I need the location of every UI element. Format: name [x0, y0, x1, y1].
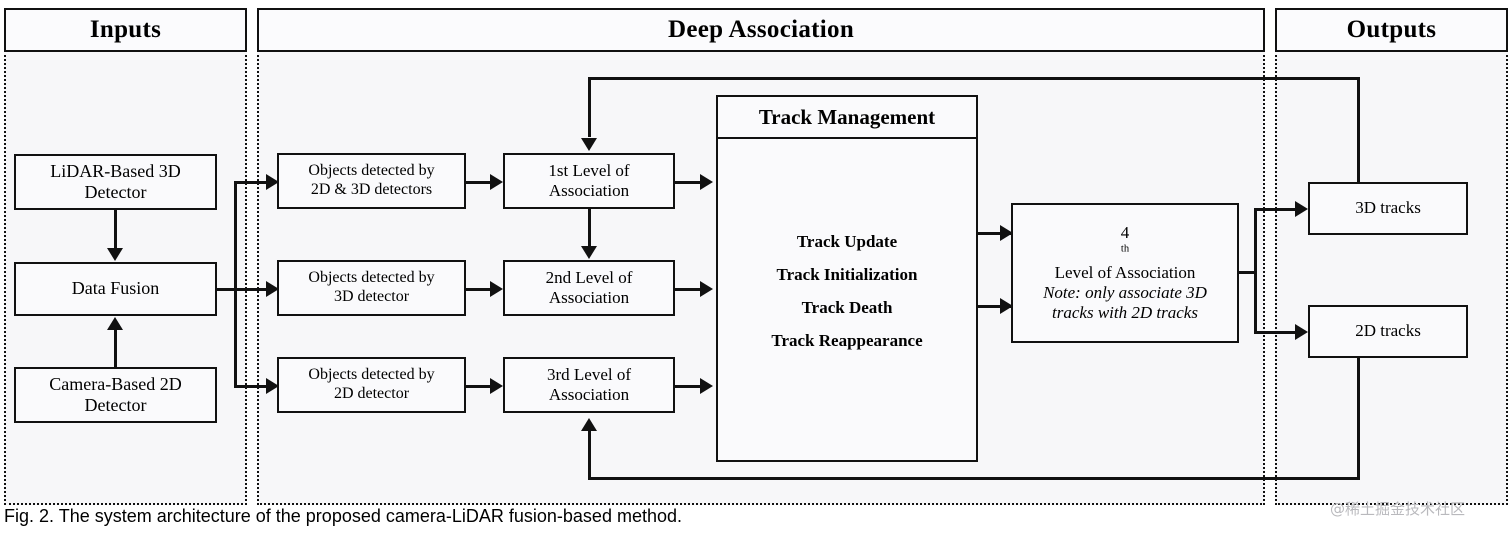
- figure-caption: Fig. 2. The system architecture of the p…: [4, 506, 682, 526]
- box-2d-tracks[interactable]: 2D tracks: [1308, 305, 1468, 358]
- arrowhead-fusion-to-det1: [266, 174, 279, 190]
- arrowhead-fusion-to-det2: [266, 281, 279, 297]
- feedback-top-drop: [588, 77, 591, 137]
- connector-fusion-to-det3: [234, 385, 274, 388]
- arrowhead-lvl1-to-lvl2: [581, 246, 597, 259]
- box-objects-3d-detector[interactable]: Objects detected by 3D detector: [277, 260, 466, 316]
- box-camera-line1: Camera-Based 2D: [49, 373, 182, 394]
- connector-tm-to-lvl4-b: [978, 305, 1012, 308]
- panel-deep-association-title: Deep Association: [257, 8, 1265, 52]
- lvl4-note-line2: tracks with 2D tracks: [1052, 303, 1198, 323]
- box-lidar-based-3d-detector[interactable]: LiDAR-Based 3D Detector: [14, 154, 217, 210]
- tm-item-track-reappearance: Track Reappearance: [771, 331, 923, 350]
- box-lidar-line1: LiDAR-Based 3D: [50, 160, 181, 181]
- connector-fusion-to-det1: [234, 181, 274, 184]
- arrowhead-lvl4-to-2d-tracks: [1295, 324, 1308, 340]
- lvl2-line2: Association: [548, 288, 630, 307]
- connector-lvl1-to-tm: [675, 181, 707, 184]
- connector-lvl2-to-tm: [675, 288, 707, 291]
- connector-fusion-out: [217, 288, 237, 291]
- feedback-bottom-horizontal: [588, 477, 1360, 480]
- track-management-title: Track Management: [718, 97, 976, 139]
- box-objects-2d-3d-detectors[interactable]: Objects detected by 2D & 3D detectors: [277, 153, 466, 209]
- connector-det3-to-lvl3: [466, 385, 498, 388]
- box-data-fusion-label: Data Fusion: [71, 278, 160, 299]
- arrowhead-lvl1-to-tm: [700, 174, 713, 190]
- arrowhead-feedback-to-lvl1: [581, 138, 597, 151]
- lvl3-line1: 3rd Level of: [546, 364, 632, 384]
- panel-outputs: [1275, 50, 1508, 505]
- panel-inputs-title: Inputs: [4, 8, 247, 52]
- lvl4-note-line1: Note: only associate 3D: [1043, 282, 1207, 302]
- tm-item-track-update: Track Update: [796, 232, 898, 251]
- connector-lvl1-to-lvl2: [588, 209, 591, 246]
- connector-lvl4-out: [1239, 271, 1257, 274]
- feedback-top-horizontal: [588, 77, 1360, 80]
- lvl3-line2: Association: [548, 385, 630, 404]
- det2-line1: Objects detected by: [308, 269, 435, 287]
- output-2d-tracks-label: 2D tracks: [1355, 321, 1421, 341]
- tm-item-track-death: Track Death: [801, 298, 893, 317]
- arrowhead-det2-to-lvl2: [490, 281, 503, 297]
- connector-lvl4-to-3d-tracks: [1254, 208, 1304, 211]
- arrowhead-det3-to-lvl3: [490, 378, 503, 394]
- arrowhead-lidar-to-fusion: [107, 248, 123, 261]
- connector-lvl4-bus: [1254, 208, 1257, 334]
- box-level-1-association[interactable]: 1st Level of Association: [503, 153, 675, 209]
- watermark-text: @稀土掘金技术社区: [1330, 500, 1466, 518]
- panel-outputs-title: Outputs: [1275, 8, 1508, 52]
- det3-line2: 2D detector: [333, 385, 410, 402]
- box-track-management[interactable]: Track Management Track Update Track Init…: [716, 95, 978, 462]
- lvl2-line1: 2nd Level of: [545, 267, 633, 287]
- arrowhead-tm-to-lvl4-a: [1000, 225, 1013, 241]
- feedback-bottom-riser: [588, 430, 591, 480]
- connector-lidar-to-fusion: [114, 210, 117, 248]
- arrowhead-feedback-to-lvl3: [581, 418, 597, 431]
- output-3d-tracks-label: 3D tracks: [1355, 198, 1421, 218]
- connector-det2-to-lvl2: [466, 288, 498, 291]
- track-management-body: Track Update Track Initialization Track …: [718, 139, 976, 462]
- feedback-bottom-drop: [1357, 358, 1360, 480]
- det1-line2: 2D & 3D detectors: [310, 181, 433, 198]
- tm-item-track-initialization: Track Initialization: [776, 265, 918, 284]
- box-objects-2d-detector[interactable]: Objects detected by 2D detector: [277, 357, 466, 413]
- connector-det1-to-lvl1: [466, 181, 498, 184]
- arrowhead-det1-to-lvl1: [490, 174, 503, 190]
- arrowhead-tm-to-lvl4-b: [1000, 298, 1013, 314]
- arrowhead-camera-to-fusion: [107, 317, 123, 330]
- connector-lvl3-to-tm: [675, 385, 707, 388]
- lvl4-title-superscript: th: [1120, 242, 1130, 254]
- arrowhead-lvl3-to-tm: [700, 378, 713, 394]
- box-level-3-association[interactable]: 3rd Level of Association: [503, 357, 675, 413]
- arrowhead-lvl4-to-3d-tracks: [1295, 201, 1308, 217]
- connector-lvl4-to-2d-tracks: [1254, 331, 1304, 334]
- lvl1-line2: Association: [548, 181, 630, 200]
- lvl1-line1: 1st Level of: [548, 160, 630, 180]
- connector-fusion-to-det2: [234, 288, 274, 291]
- connector-tm-to-lvl4-a: [978, 232, 1012, 235]
- arrowhead-fusion-to-det3: [266, 378, 279, 394]
- box-level-2-association[interactable]: 2nd Level of Association: [503, 260, 675, 316]
- det2-line2: 3D detector: [333, 288, 410, 305]
- box-3d-tracks[interactable]: 3D tracks: [1308, 182, 1468, 235]
- box-data-fusion[interactable]: Data Fusion: [14, 262, 217, 316]
- connector-fusion-bus: [234, 181, 237, 388]
- connector-camera-to-fusion: [114, 330, 117, 367]
- box-camera-based-2d-detector[interactable]: Camera-Based 2D Detector: [14, 367, 217, 423]
- feedback-top-riser: [1357, 77, 1360, 184]
- det3-line1: Objects detected by: [308, 366, 435, 384]
- det1-line1: Objects detected by: [308, 162, 435, 180]
- box-camera-line2: Detector: [84, 395, 147, 415]
- track-management-list: Track Update Track Initialization Track …: [718, 219, 976, 364]
- lvl4-title-number: 4: [1120, 222, 1130, 242]
- lvl4-title-rest: Level of Association: [1054, 262, 1196, 282]
- box-lidar-line2: Detector: [84, 182, 147, 202]
- arrowhead-lvl2-to-tm: [700, 281, 713, 297]
